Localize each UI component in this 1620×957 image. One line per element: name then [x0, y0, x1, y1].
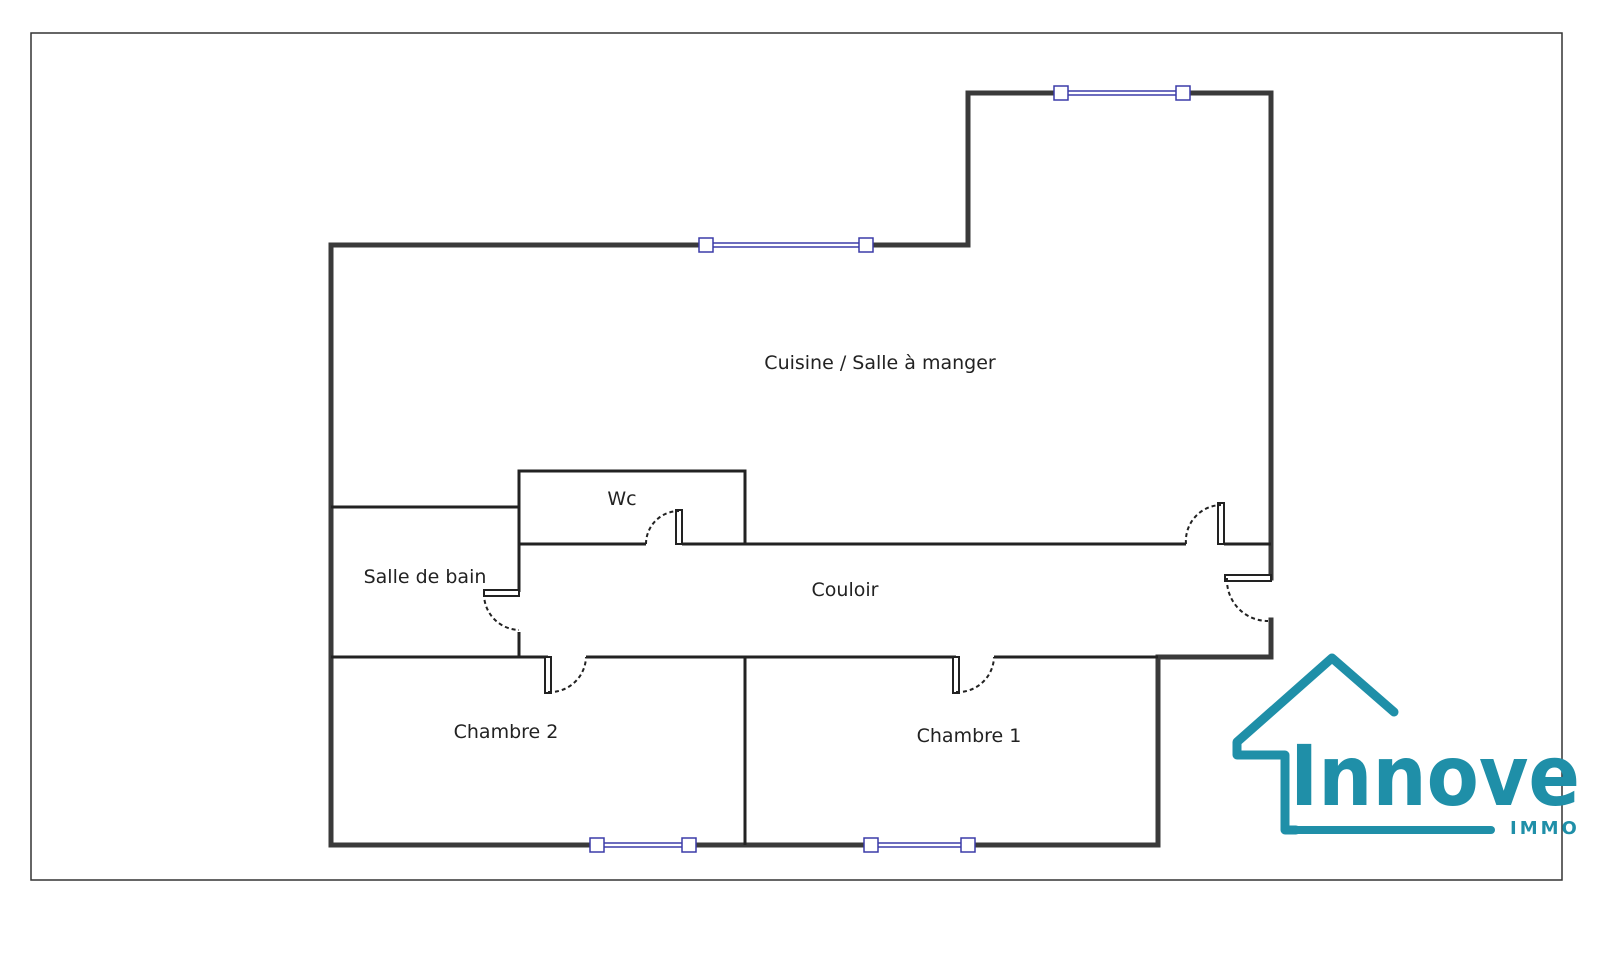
room-label-cuisine: Cuisine / Salle à manger — [764, 352, 996, 374]
room-label-salle-de-bain: Salle de bain — [364, 566, 487, 588]
room-label-chambre-1: Chambre 1 — [917, 725, 1022, 747]
window-bottom-chambre-1 — [863, 837, 976, 853]
doors — [482, 502, 1272, 694]
window-bottom-chambre-2 — [589, 837, 697, 853]
windows — [589, 85, 1191, 853]
door-entrance — [1224, 574, 1272, 623]
room-label-chambre-2: Chambre 2 — [454, 721, 559, 743]
door-salle-de-bain — [482, 589, 520, 631]
door-chambre-2 — [544, 656, 587, 694]
innove-immo-logo: Innove IMMO — [1232, 653, 1580, 839]
logo-brand: Innove — [1290, 727, 1580, 825]
plan-frame — [30, 32, 1563, 881]
window-top-right — [1053, 85, 1191, 101]
house-outline-icon — [1232, 653, 1399, 835]
interior-walls — [331, 469, 1271, 845]
door-chambre-1 — [952, 656, 995, 694]
door-wc — [645, 509, 683, 545]
room-labels: Cuisine / Salle à manger Wc Salle de bai… — [364, 352, 1022, 747]
logo-sub: IMMO — [1510, 818, 1580, 839]
door-cuisine — [1184, 502, 1225, 545]
room-label-wc: Wc — [607, 488, 636, 510]
room-label-couloir: Couloir — [812, 579, 879, 601]
window-top-left — [698, 237, 874, 253]
